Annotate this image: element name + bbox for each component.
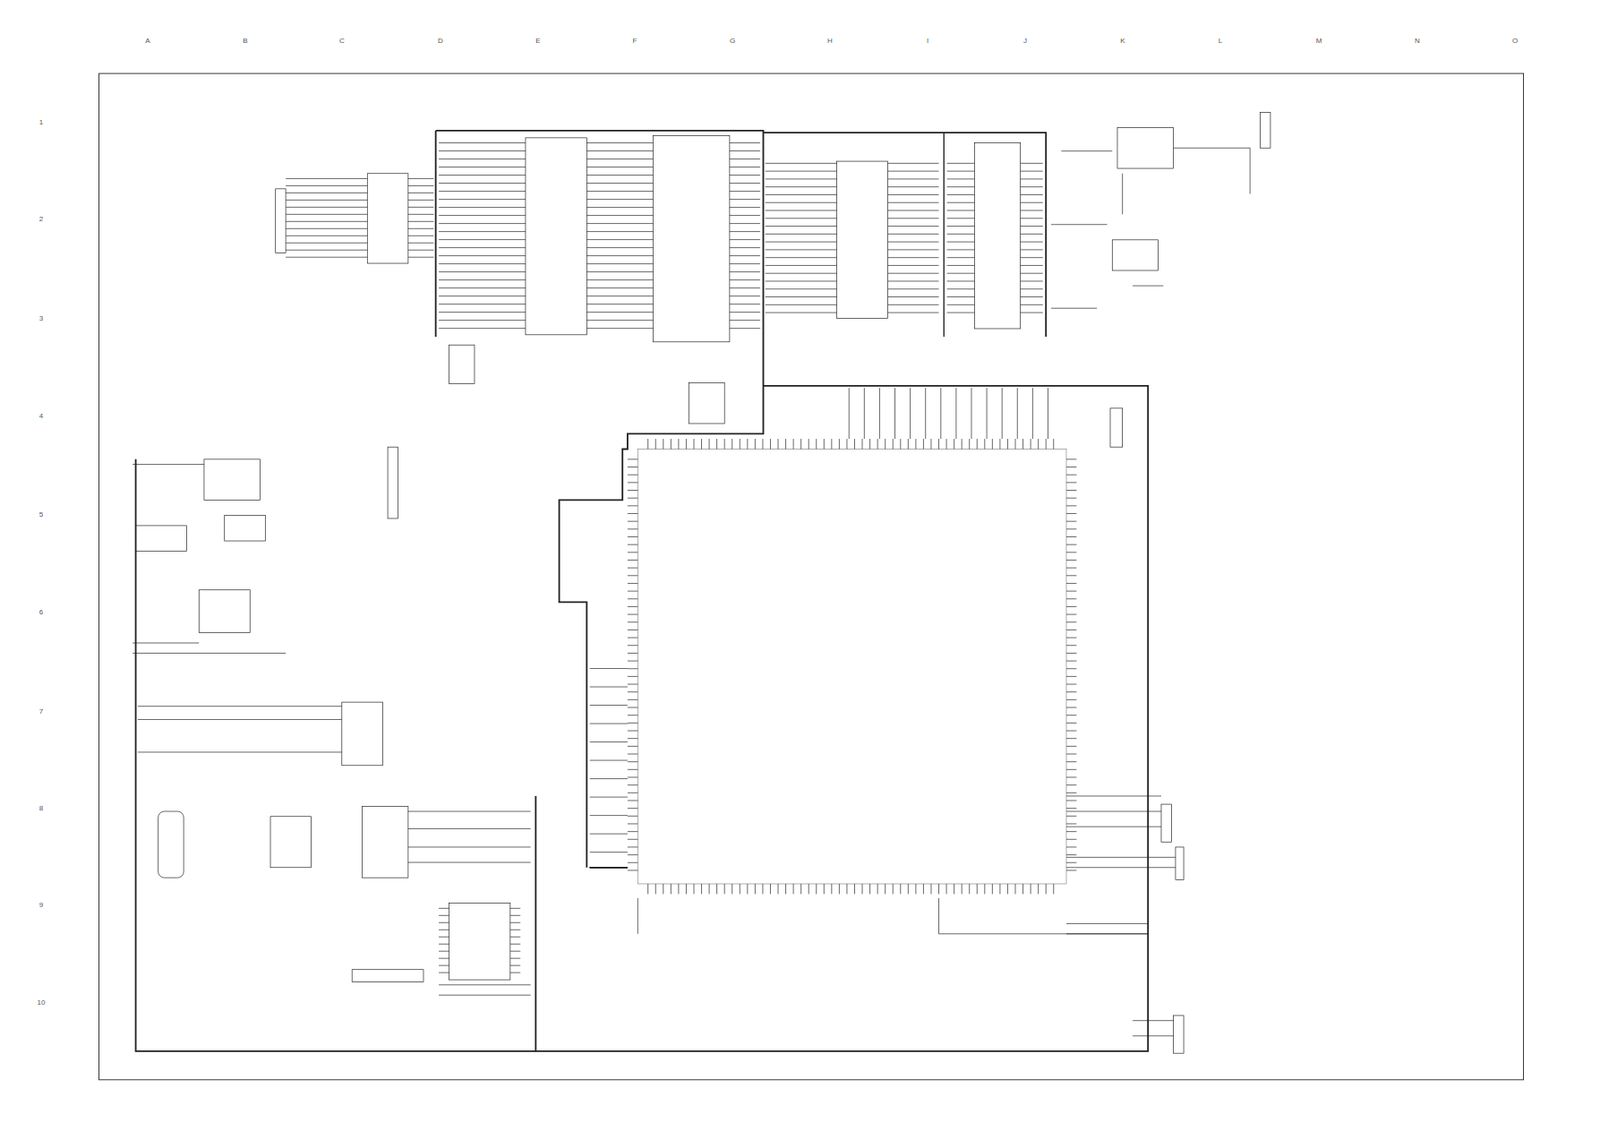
grid-column-letter: J: [1022, 37, 1028, 45]
grid-column-letter: K: [1119, 37, 1126, 45]
grid-column-letter: G: [728, 37, 736, 45]
grid-column-letter: I: [925, 37, 930, 45]
grid-column-letter: H: [826, 37, 834, 45]
grid-row-number: 9: [38, 901, 44, 909]
grid-column-letter: B: [241, 37, 249, 45]
grid-column-letter: F: [632, 37, 639, 45]
grid-row-number: 4: [38, 412, 44, 420]
grid-row-number: 10: [36, 999, 47, 1007]
grid-row-number: 6: [38, 608, 44, 617]
grid-column-letter: E: [534, 37, 541, 45]
grid-row-number: 2: [38, 215, 44, 223]
grid-row-number: 7: [38, 708, 44, 716]
grid-row-number: 8: [38, 804, 44, 813]
grid-column-letter: C: [338, 37, 346, 45]
grid-column-letter: O: [1511, 37, 1519, 45]
grid-column-letter: D: [436, 37, 445, 45]
grid-column-letter: M: [1315, 37, 1324, 45]
grid-row-number: 5: [38, 511, 44, 519]
grid-row-number: 3: [38, 315, 44, 323]
grid-column-letter: A: [144, 37, 151, 45]
grid-column-letter: N: [1413, 37, 1421, 45]
grid-row-number: 1: [38, 119, 44, 127]
wire-bundle: [285, 143, 1077, 974]
grid-column-letter: L: [1217, 37, 1224, 45]
